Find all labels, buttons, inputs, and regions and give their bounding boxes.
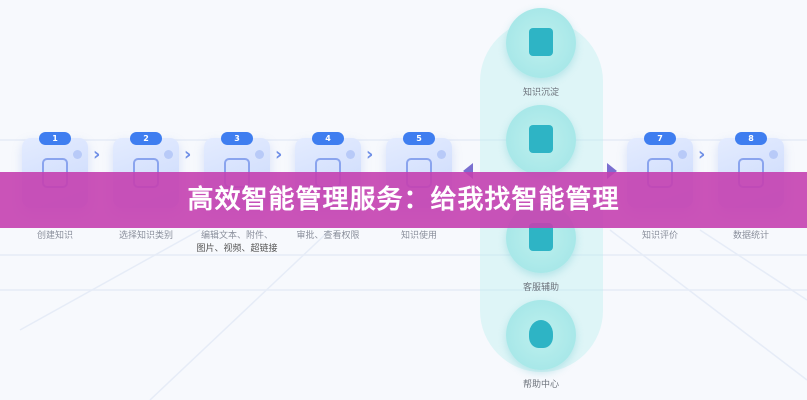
- hub-label: 帮助中心: [522, 380, 559, 390]
- step-number: 7: [644, 132, 676, 145]
- step-number: 3: [221, 132, 253, 145]
- step-label-line1: 编辑文本、附件、: [200, 231, 273, 241]
- dot-decoration: [73, 150, 82, 159]
- step-label: 选择知识类别: [118, 231, 173, 241]
- step-number: 5: [403, 132, 435, 145]
- hub-label: 客服辅助: [522, 283, 559, 293]
- step-label-line2: 图片、视频、超链接: [196, 244, 278, 254]
- hub-item-reader[interactable]: [506, 105, 576, 175]
- step-number: 1: [39, 132, 71, 145]
- dot-decoration: [346, 150, 355, 159]
- lightbulb-icon: [529, 320, 553, 348]
- reader-icon: [529, 125, 553, 153]
- step-number: 4: [312, 132, 344, 145]
- step-label: 数据统计: [732, 231, 769, 241]
- chevron-right-icon: ›: [93, 144, 101, 165]
- step-number: 8: [735, 132, 767, 145]
- chevron-right-icon: ›: [366, 144, 374, 165]
- step-label: 编辑文本、附件、图片、视频、超链接: [182, 230, 292, 256]
- dot-decoration: [769, 150, 778, 159]
- dot-decoration: [437, 150, 446, 159]
- step-label: 知识使用: [400, 231, 437, 241]
- title-banner: 高效智能管理服务：给我找智能管理: [0, 172, 807, 228]
- chevron-right-icon: ›: [184, 144, 192, 165]
- dot-decoration: [678, 150, 687, 159]
- chevron-right-icon: ›: [698, 144, 706, 165]
- triangle-left-icon: [463, 163, 473, 179]
- hub-item-knowledge-deposit[interactable]: [506, 8, 576, 78]
- dot-decoration: [255, 150, 264, 159]
- step-number: 2: [130, 132, 162, 145]
- hub-label: 知识沉淀: [522, 88, 559, 98]
- chevron-right-icon: ›: [275, 144, 283, 165]
- book-icon: [529, 28, 553, 56]
- triangle-right-icon: [607, 163, 617, 179]
- hub-item-help-center[interactable]: [506, 300, 576, 370]
- dot-decoration: [164, 150, 173, 159]
- step-label: 审批、查看权限: [296, 231, 360, 241]
- step-label: 知识评价: [641, 231, 678, 241]
- step-label: 创建知识: [36, 231, 73, 241]
